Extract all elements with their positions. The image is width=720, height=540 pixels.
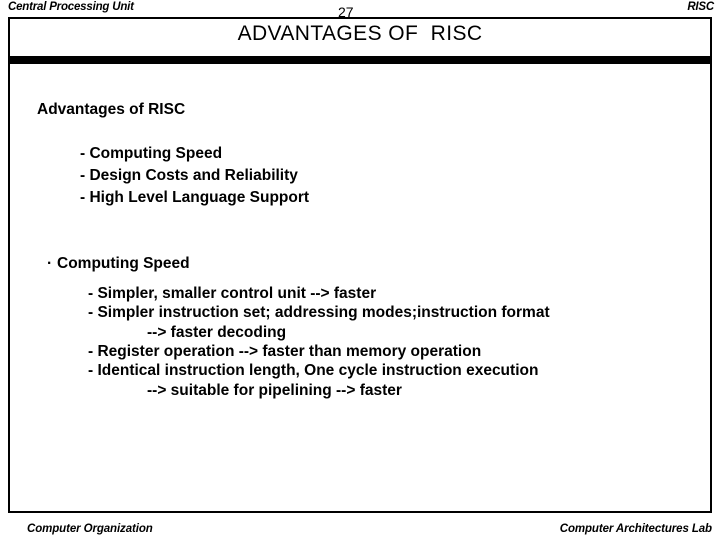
slide-title: ADVANTAGES OF RISC [237,22,483,45]
footer-course-label: Computer Organization [27,523,153,535]
section-2-item-2: - Simpler instruction set; addressing mo… [88,304,550,321]
section-2-heading: Computing Speed [57,255,190,272]
header-topic-label: RISC [687,1,714,13]
header-page-number: 27 [338,4,354,20]
section-1-heading: Advantages of RISC [37,101,186,118]
header-chapter-title: Central Processing Unit [8,1,134,13]
section-2-bullet-icon: · [47,255,53,272]
section-2-item-5: - Identical instruction length, One cycl… [88,362,539,379]
section-2-item-4: - Register operation --> faster than mem… [88,343,482,360]
section-1-item-1: - Computing Speed [80,145,223,162]
section-1-item-3: - High Level Language Support [80,189,310,206]
section-2-item-3: --> faster decoding [147,324,287,341]
section-1-item-2: - Design Costs and Reliability [80,167,298,184]
section-2-item-1: - Simpler, smaller control unit --> fast… [88,285,377,302]
title-divider-bar [10,56,710,64]
footer-lab-label: Computer Architectures Lab [559,523,712,535]
slide-header: Central Processing Unit 27 RISC [0,0,720,20]
slide-content-frame: ADVANTAGES OF RISC Advantages of RISC - … [8,17,712,513]
section-2-item-6: --> suitable for pipelining --> faster [147,382,402,399]
